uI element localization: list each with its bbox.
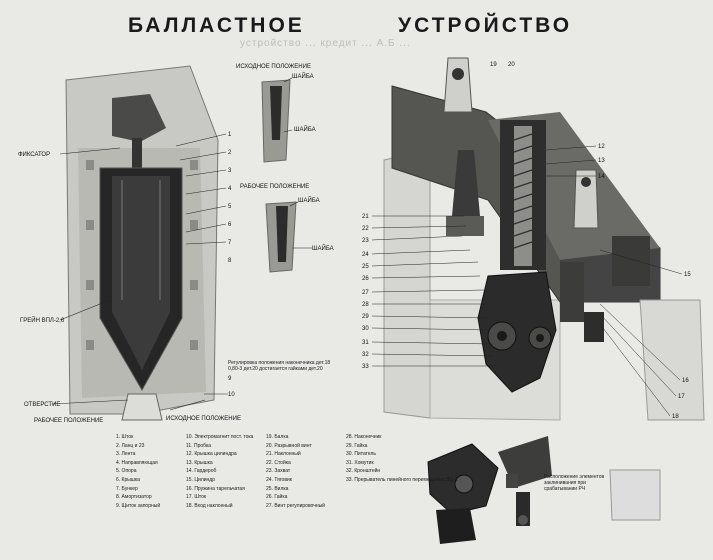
svg-text:1: 1 — [228, 132, 232, 138]
left-number-labels: 1 2 3 4 5 6 7 8 9 10 — [228, 132, 235, 398]
label-working: РАБОЧЕЕ ПОЛОЖЕНИЕ — [34, 418, 103, 424]
svg-text:30: 30 — [362, 326, 369, 332]
bottom-caption: Расположение элементов заклинивания при … — [544, 474, 605, 492]
inset-initial: ИСХОДНОЕ ПОЛОЖЕНИЕ ШАЙБА ШАЙБА — [236, 64, 316, 163]
svg-text:2: 2 — [228, 150, 232, 156]
svg-text:13: 13 — [598, 158, 605, 164]
top-bracket — [112, 94, 166, 142]
svg-text:20: 20 — [508, 62, 515, 68]
outlet — [121, 393, 163, 421]
svg-text:23: 23 — [362, 238, 369, 244]
side-number-labels: 12 13 14 15 16 17 18 19 20 — [490, 62, 691, 420]
rod — [132, 138, 142, 168]
hopper-inner — [112, 176, 170, 370]
svg-text:19: 19 — [490, 62, 497, 68]
svg-text:15: 15 — [684, 272, 691, 278]
svg-text:16: 16 — [682, 378, 689, 384]
label-hole: ОТВЕРСТИЕ — [24, 402, 60, 408]
svg-text:РАБОЧЕЕ ПОЛОЖЕНИЕ: РАБОЧЕЕ ПОЛОЖЕНИЕ — [240, 184, 309, 190]
lifting-eye-2 — [573, 169, 599, 229]
trip-detail — [427, 436, 552, 544]
right-block — [612, 236, 650, 286]
clamp-arm — [560, 262, 584, 322]
faint-header: устройство ... кредит ... А.Б ... — [240, 38, 411, 49]
svg-text:21: 21 — [362, 214, 369, 220]
svg-text:ШАЙБА: ШАЙБА — [298, 196, 320, 204]
lifting-eye-1 — [443, 57, 473, 113]
title-left: БАЛЛАСТНОЕ — [128, 14, 305, 37]
support-panel — [383, 149, 431, 419]
svg-text:6: 6 — [228, 222, 232, 228]
mechanism-number-labels: 21 22 23 24 25 26 27 28 29 30 31 32 33 — [362, 214, 369, 370]
svg-text:24: 24 — [362, 252, 369, 258]
svg-text:22: 22 — [362, 226, 369, 232]
regulation-note: Регулировка положения наконечника дет.18… — [228, 360, 330, 372]
svg-text:10: 10 — [228, 392, 235, 398]
label-grain: ГРЕЙН ВПЛ-2,6 — [20, 316, 65, 324]
svg-text:ШАЙБА: ШАЙБА — [292, 72, 314, 80]
svg-text:18: 18 — [672, 414, 679, 420]
svg-text:8: 8 — [228, 258, 232, 264]
electromagnet — [452, 150, 480, 216]
svg-text:14: 14 — [598, 174, 605, 180]
svg-text:27: 27 — [362, 290, 369, 296]
svg-text:29: 29 — [362, 314, 369, 320]
svg-text:7: 7 — [228, 240, 232, 246]
label-initial: ИСХОДНОЕ ПОЛОЖЕНИЕ — [166, 416, 241, 422]
svg-text:5: 5 — [228, 204, 232, 210]
svg-text:ИСХОДНОЕ ПОЛОЖЕНИЕ: ИСХОДНОЕ ПОЛОЖЕНИЕ — [236, 64, 311, 70]
left-assembly: ФИКСАТОР ГРЕЙН ВПЛ-2,6 ОТВЕРСТИЕ РАБОЧЕЕ… — [18, 65, 241, 424]
frame-plate — [639, 299, 705, 421]
svg-text:ШАЙБА: ШАЙБА — [294, 125, 316, 133]
svg-text:4: 4 — [228, 186, 232, 192]
svg-text:25: 25 — [362, 264, 369, 270]
svg-text:12: 12 — [598, 144, 605, 150]
svg-text:9: 9 — [228, 376, 232, 382]
inset-working: РАБОЧЕЕ ПОЛОЖЕНИЕ ШАЙБА ШАЙБА — [240, 184, 334, 273]
svg-text:26: 26 — [362, 276, 369, 282]
svg-text:31: 31 — [362, 340, 369, 346]
svg-text:3: 3 — [228, 168, 232, 174]
svg-text:ШАЙБА: ШАЙБА — [312, 244, 334, 252]
svg-text:17: 17 — [678, 394, 685, 400]
clamp-body — [477, 271, 557, 393]
svg-text:28: 28 — [362, 302, 369, 308]
svg-text:32: 32 — [362, 352, 369, 358]
svg-text:33: 33 — [362, 364, 369, 370]
label-fixator: ФИКСАТОР — [18, 152, 50, 158]
right-assembly: 21 22 23 24 25 26 27 28 29 30 31 32 33 1… — [362, 57, 705, 521]
title-right: УСТРОЙСТВО — [398, 14, 573, 37]
